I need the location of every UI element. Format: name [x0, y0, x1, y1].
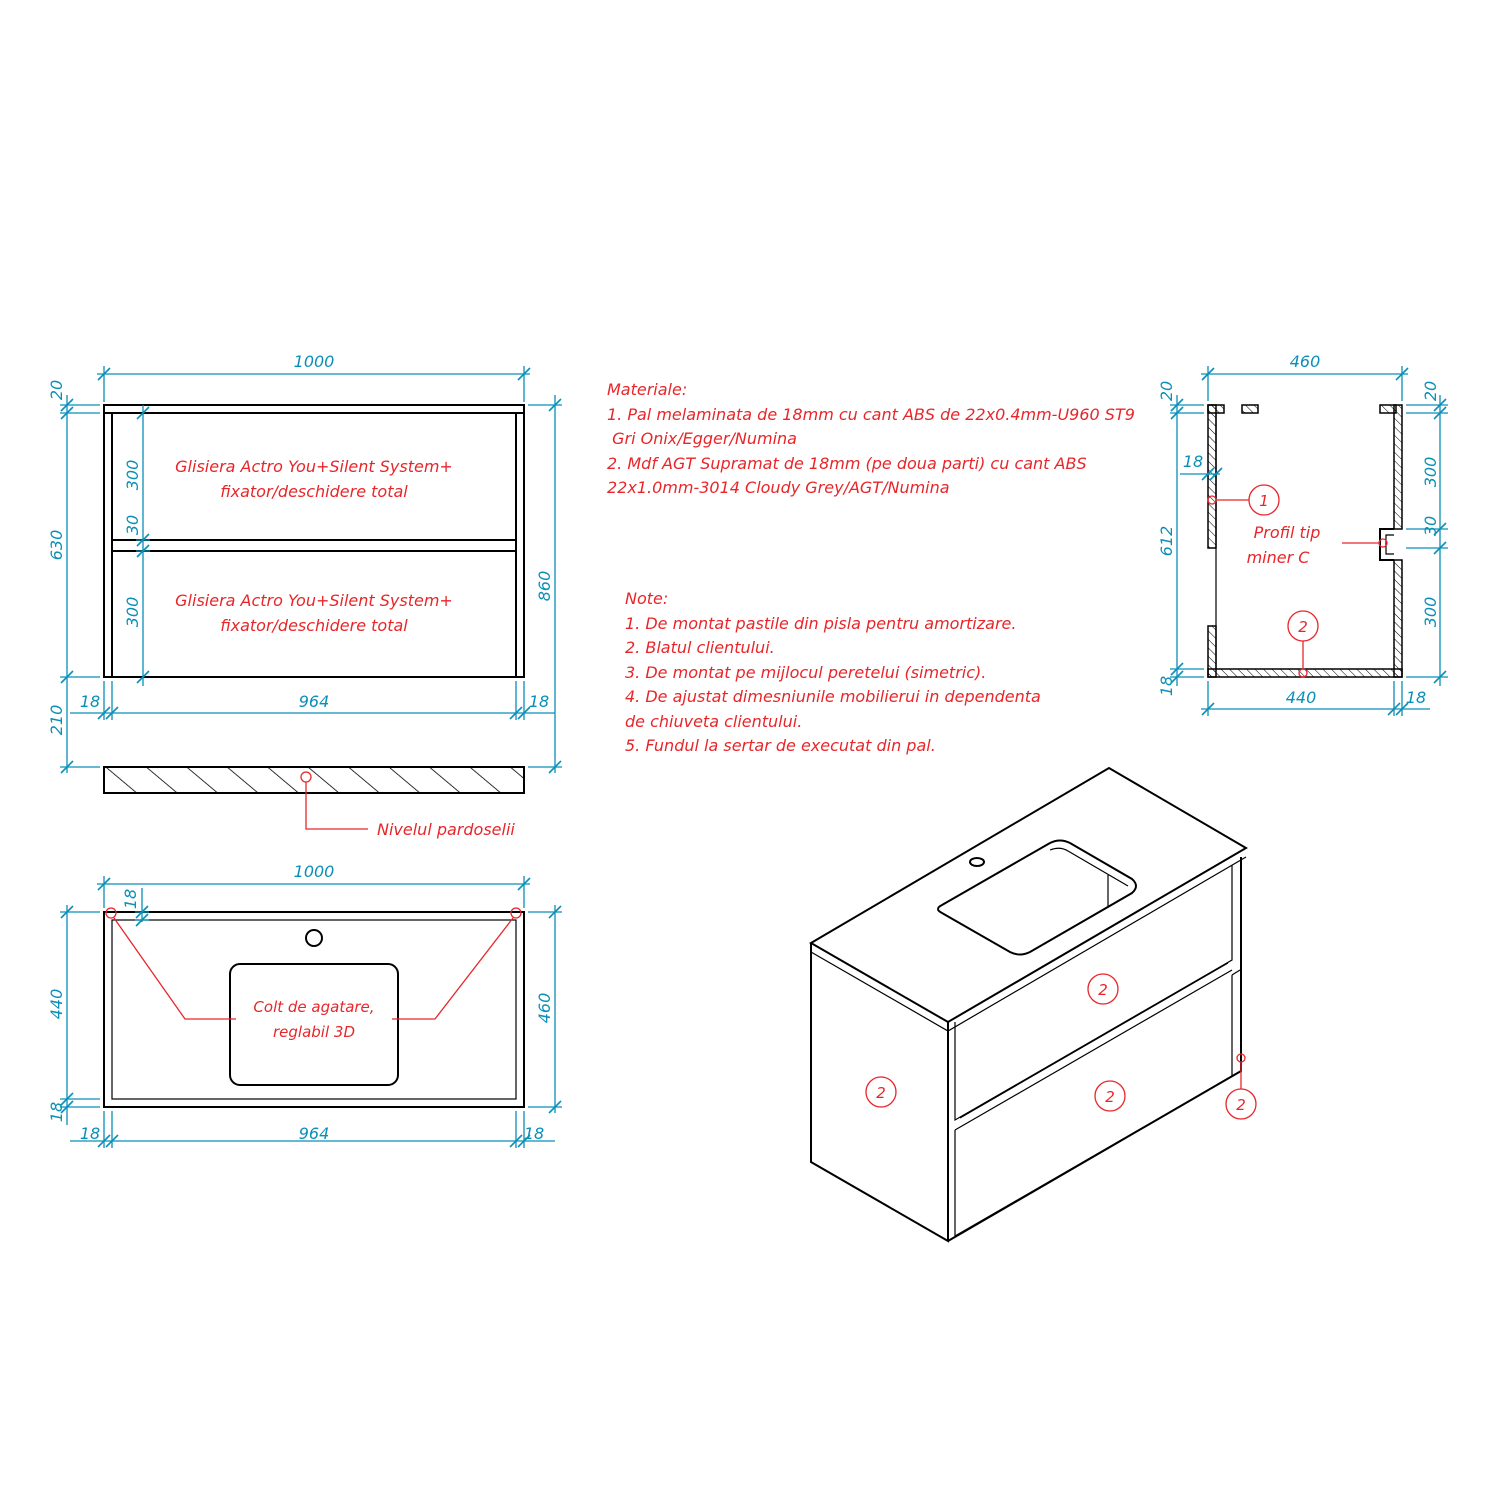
dim-front-side-left: 18	[80, 692, 100, 711]
dim-side-drawer-gap: 30	[1421, 516, 1440, 536]
slide-label-lower-1: Glisiera Actro You+Silent System+	[175, 591, 453, 610]
profile-label-1: Profil tip	[1254, 523, 1321, 542]
dim-front-top-thickness: 20	[47, 380, 66, 400]
notes-line: 2. Blatul clientului.	[625, 638, 775, 657]
iso-callout-edge	[1225, 1088, 1257, 1120]
top-view-inner	[111, 919, 517, 1100]
materials-line: 1. Pal melaminata de 18mm cu cant ABS de…	[607, 404, 1135, 424]
dim-side-panel-thickness: 18	[1183, 452, 1203, 471]
dim-front-width: 1000	[294, 352, 335, 371]
notes-line: de chiuveta clientului.	[625, 711, 803, 731]
front-view: Nivelul pardoselii 1000 20 630 210 300 3…	[47, 352, 562, 839]
dim-top-side-right: 18	[524, 1124, 544, 1143]
dim-side-top-thickness: 20	[1157, 381, 1176, 401]
dim-side-drawer-lower: 300	[1421, 597, 1440, 628]
dim-top-back-thickness: 18	[47, 1102, 66, 1122]
notes-block: Note: 1. De montat pastile din pisla pen…	[625, 587, 1041, 759]
iso-callout-drawer-upper	[1087, 973, 1119, 1005]
profile-label-2: miner C	[1247, 548, 1311, 567]
slide-label-lower-2: fixator/deschidere total	[220, 616, 408, 635]
hanger-right-leader	[392, 917, 514, 1020]
dim-top-inner-depth: 440	[47, 989, 66, 1020]
iso-callout-drawer-upper-label: 2	[1098, 981, 1108, 999]
dim-top-inset: 18	[121, 889, 140, 909]
iso-callout-drawer-lower	[1094, 1080, 1126, 1112]
dim-side-height: 612	[1157, 526, 1176, 557]
dim-side-right-top: 20	[1421, 381, 1440, 401]
dim-front-inner-width: 964	[299, 692, 330, 711]
back-panel-lower	[1393, 559, 1403, 678]
faucet-hole	[305, 929, 323, 947]
dim-front-total-height: 860	[535, 571, 554, 602]
iso-callout-side-label: 2	[876, 1084, 886, 1102]
floor-label: Nivelul pardoselii	[377, 820, 515, 839]
top-view: Colt de agatare, reglabil 3D 1000 18 440…	[47, 862, 562, 1148]
notes-line: 4. De ajustat dimesniunile mobilierui in…	[625, 687, 1041, 706]
iso-callout-edge-label: 2	[1236, 1096, 1246, 1114]
iso-callout-drawer-lower-label: 2	[1105, 1088, 1115, 1106]
dim-side-back-thickness: 18	[1406, 688, 1426, 707]
floor-leader	[305, 782, 368, 830]
dim-side-inner-depth: 440	[1286, 688, 1317, 707]
dim-front-leg-height: 210	[47, 705, 66, 736]
dim-side-depth: 460	[1290, 352, 1321, 371]
materials-heading: Materiale:	[607, 380, 688, 399]
dim-front-side-right: 18	[529, 692, 549, 711]
hanger-left-leader	[113, 917, 236, 1020]
top-rail-mid	[1241, 404, 1259, 414]
iso-countertop	[809, 766, 1248, 1024]
slide-label-upper-1: Glisiera Actro You+Silent System+	[175, 457, 453, 476]
notes-line: 1. De montat pastile din pisla pentru am…	[625, 613, 1017, 633]
dim-front-drawer-lower: 300	[123, 597, 142, 628]
hanger-right-marker	[510, 907, 522, 919]
side-section: 1 Profil tip miner C 2 460 20 612 18 18	[1157, 352, 1448, 716]
isometric-view: 2 2 2 2	[809, 766, 1257, 1243]
materials-line: 22x1.0mm-3014 Cloudy Grey/AGT/Numina	[607, 478, 950, 497]
top-view-outline	[103, 911, 525, 1108]
dim-top-total-depth: 460	[535, 993, 554, 1024]
iso-faucet-hole	[969, 857, 985, 867]
dim-side-bottom-thickness: 18	[1157, 676, 1176, 696]
iso-callout-side	[865, 1076, 897, 1108]
materials-line: 2. Mdf AGT Supramat de 18mm (pe doua par…	[607, 453, 1087, 473]
dim-front-body-height: 630	[47, 530, 66, 561]
sink-bowl	[229, 963, 399, 1086]
materials-line: Gri Onix/Egger/Numina	[607, 429, 797, 448]
callout-2-label: 2	[1298, 618, 1308, 636]
dim-top-inner-width: 964	[299, 1124, 330, 1143]
hanger-left-marker	[105, 907, 117, 919]
floor-hatch	[103, 766, 525, 794]
notes-line: 3. De montat pe mijlocul peretelui (sime…	[625, 662, 987, 682]
dim-front-drawer-gap: 30	[123, 515, 142, 535]
dim-front-drawer-upper: 300	[123, 460, 142, 491]
dim-top-side-left: 18	[80, 1124, 100, 1143]
front-cabinet-outline	[103, 404, 525, 678]
slide-label-upper-2: fixator/deschidere total	[220, 482, 408, 501]
iso-side-panel	[810, 943, 949, 1243]
corner-label-1: Colt de agatare,	[253, 998, 374, 1016]
back-panel-upper	[1393, 404, 1403, 530]
callout-1	[1248, 484, 1280, 516]
corner-label-2: reglabil 3D	[273, 1023, 355, 1041]
dim-side-drawer-upper: 300	[1421, 457, 1440, 488]
notes-line: 5. Fundul la sertar de executat din pal.	[625, 736, 936, 755]
callout-1-label: 1	[1259, 492, 1269, 510]
c-profile	[1379, 528, 1394, 561]
iso-sink	[937, 839, 1137, 956]
notes-heading: Note:	[625, 589, 669, 608]
dim-top-width: 1000	[294, 862, 335, 881]
materials-block: Materiale: 1. Pal melaminata de 18mm cu …	[607, 378, 1135, 501]
side-front-upper	[1207, 404, 1217, 549]
top-rail-front	[1207, 404, 1225, 414]
